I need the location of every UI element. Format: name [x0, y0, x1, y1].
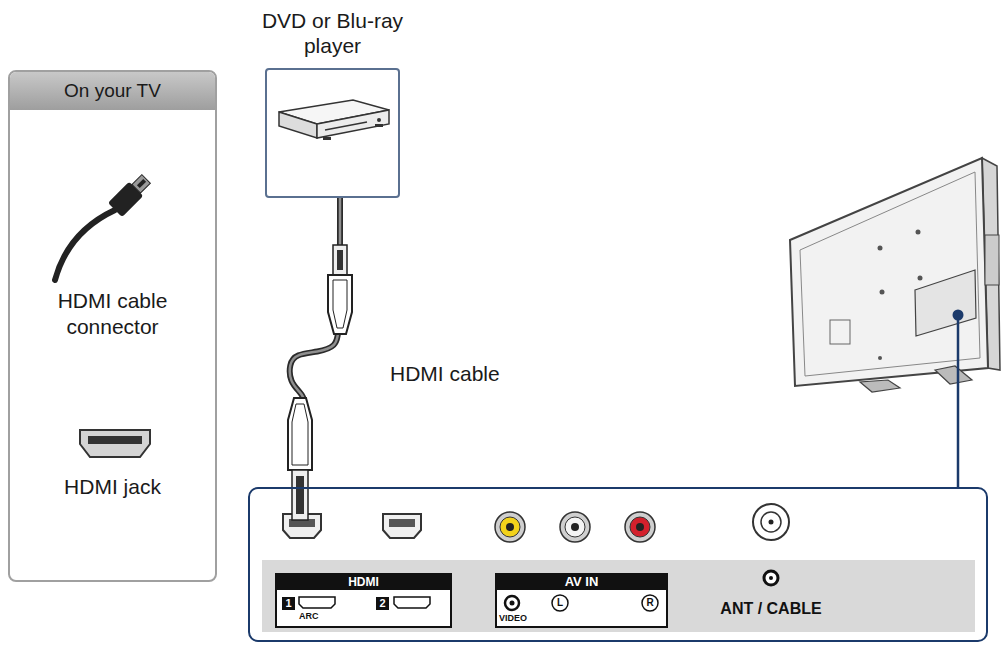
- plug-body: [328, 275, 352, 334]
- node-title: HDMI: [277, 575, 450, 590]
- node-title: On your TV: [10, 80, 215, 103]
- coax-jack: [753, 504, 789, 540]
- hdmi-terminal-box: HDMI 1ARC 2: [275, 573, 452, 628]
- grey-band: [262, 560, 975, 632]
- hdmi-slot: [389, 519, 415, 527]
- player-box: DVD or Blu-ray player: [265, 8, 400, 198]
- player-foot: [375, 124, 383, 127]
- ant-icon-dot: [769, 576, 773, 580]
- jack-icon: [552, 595, 568, 611]
- node-title: ANT / CABLE: [711, 599, 831, 618]
- node-text: 1: [282, 597, 295, 610]
- coax-ring: [761, 512, 781, 532]
- jack-icon-slot: [88, 436, 142, 444]
- plug-body: [288, 398, 312, 470]
- jack-icon: [80, 430, 150, 457]
- rca-jack: [625, 512, 655, 542]
- panel-ground: [248, 487, 988, 642]
- player-front: [317, 110, 389, 138]
- screw-hole: [918, 276, 923, 281]
- rca-jack: [560, 512, 590, 542]
- red-ring: [630, 517, 650, 537]
- ant-icon: [764, 571, 778, 585]
- white-ring: [565, 517, 585, 537]
- screw-hole: [878, 356, 882, 360]
- leader-dot: [953, 310, 964, 321]
- plug-slot: [296, 476, 304, 514]
- node-text: HDMI cable connector: [10, 288, 215, 341]
- jack-panel: ANT / CABLE HDMI 1ARC 2 AV IN VIDEO L R: [248, 487, 988, 642]
- tv-stand-foot: [935, 366, 972, 384]
- plug-grip: [333, 280, 347, 328]
- plug-slot: [337, 250, 343, 270]
- tv-stand-foot: [860, 380, 900, 392]
- disc-slot: [325, 122, 367, 130]
- cable-label: HDMI cable: [388, 362, 502, 386]
- screw-hole: [916, 230, 921, 235]
- node-text: R: [643, 596, 657, 610]
- port-icon: [394, 597, 430, 608]
- plug-tip: [333, 245, 347, 275]
- node-text: L: [553, 596, 567, 610]
- screw-hole: [880, 290, 885, 295]
- tv-panel: On your TV HDMI cable connectorHDMI jack: [8, 70, 217, 582]
- player-side: [279, 112, 317, 138]
- rca-jack: [495, 512, 525, 542]
- tv-connector-bay: [915, 270, 976, 336]
- node-text: 2: [376, 597, 389, 610]
- jack-icon: [642, 595, 658, 611]
- node-text: ARC: [299, 611, 339, 622]
- player-foot: [323, 137, 331, 140]
- node-text: VIDEO: [499, 613, 539, 624]
- cable-icon: [55, 210, 115, 280]
- jack-icon-dot: [510, 601, 515, 606]
- jack-icon: [505, 596, 519, 610]
- yellow-ring: [500, 517, 520, 537]
- plug-icon-tip: [132, 175, 150, 193]
- coax-pin: [769, 520, 774, 525]
- av-in-terminal-box: AV IN VIDEO L R: [495, 573, 668, 628]
- device-frame: [265, 68, 400, 198]
- player-icon: [267, 70, 398, 196]
- plug-tip: [292, 470, 308, 520]
- player-button: [377, 118, 381, 122]
- node-title: DVD or Blu-ray player: [237, 8, 428, 58]
- jack-hole: [506, 523, 514, 531]
- plug-grip: [292, 404, 308, 465]
- leader-line: [957, 315, 960, 487]
- plug-icon-slot: [137, 179, 146, 188]
- jack-hole: [571, 523, 579, 531]
- node-text: HDMI jack: [10, 474, 215, 499]
- port-icon: [299, 597, 335, 608]
- tv-label-plate: [830, 320, 850, 344]
- hdmi-jack: [383, 514, 421, 538]
- screw-hole: [878, 246, 883, 251]
- jack-hole: [636, 523, 644, 531]
- tv-back-inner: [800, 172, 980, 376]
- node-title: AV IN: [497, 575, 666, 590]
- tv-side-port: [985, 235, 999, 285]
